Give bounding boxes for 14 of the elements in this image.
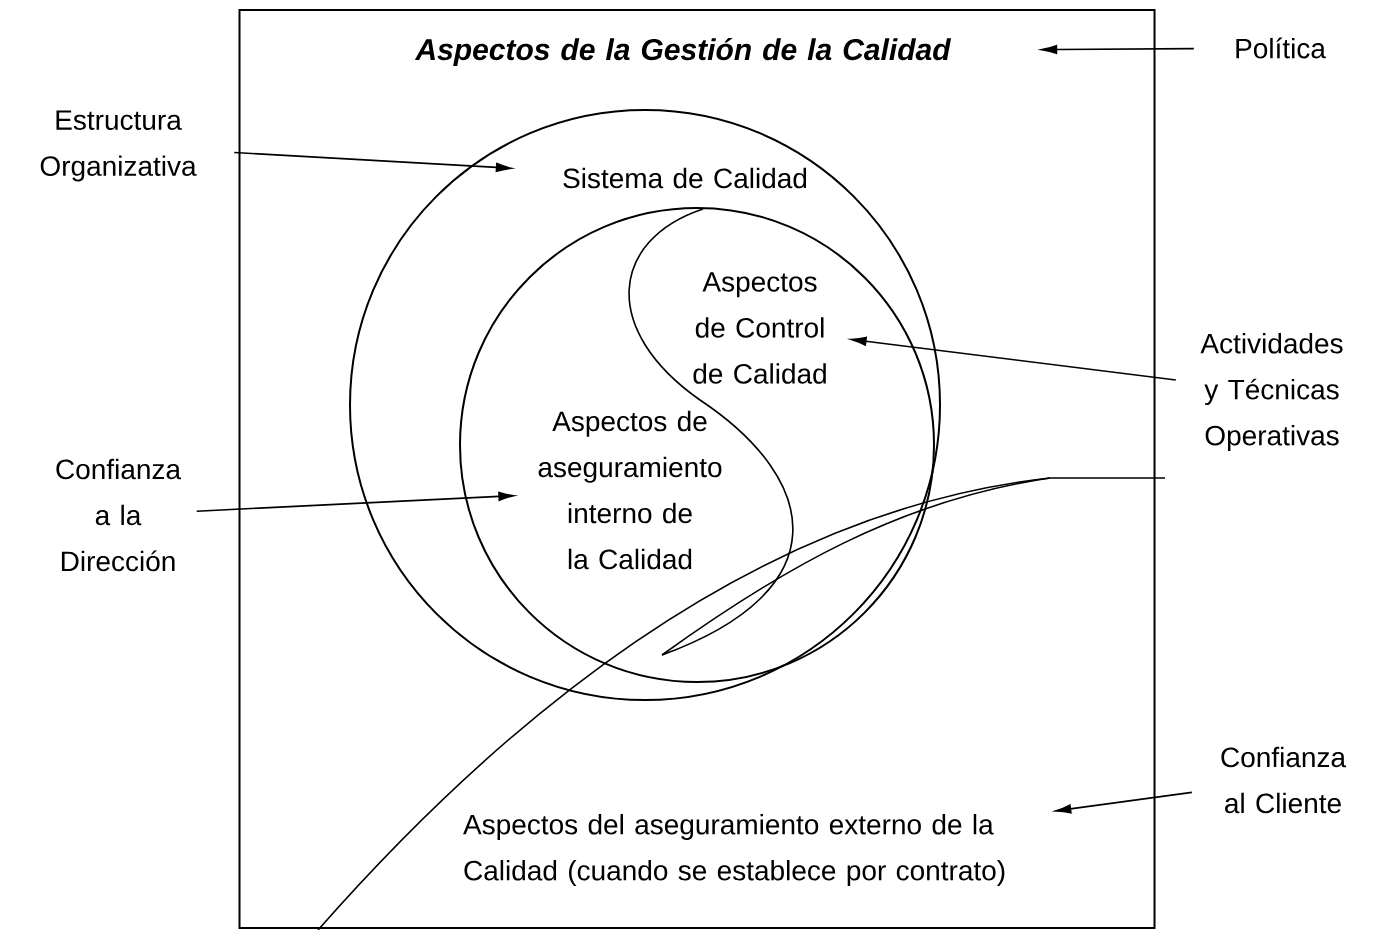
region-label: Aspectos de Control de Calidad <box>693 272 826 384</box>
arrow <box>850 336 1177 381</box>
circle-label: Sistema de Calidad <box>563 167 807 189</box>
outer-box <box>238 9 1156 929</box>
region-label: Aspectos de aseguramiento interno de la Calidad <box>538 410 722 570</box>
side-label: Confianza al Cliente <box>1221 746 1347 814</box>
region-label: Aspectos del aseguramiento externo de la Calidad (cuando se establece por contrato) <box>463 813 1005 887</box>
circle <box>349 109 941 701</box>
side-label: Confianza a la Dirección <box>56 458 182 572</box>
side-label: Política <box>1236 37 1326 59</box>
side-label: Estructura Organizativa <box>40 110 197 182</box>
side-label: Actividades y Técnicas Operativas <box>1200 332 1343 452</box>
circle <box>459 207 935 683</box>
heading: Aspectos de la Gestión de la Calidad <box>414 37 952 67</box>
